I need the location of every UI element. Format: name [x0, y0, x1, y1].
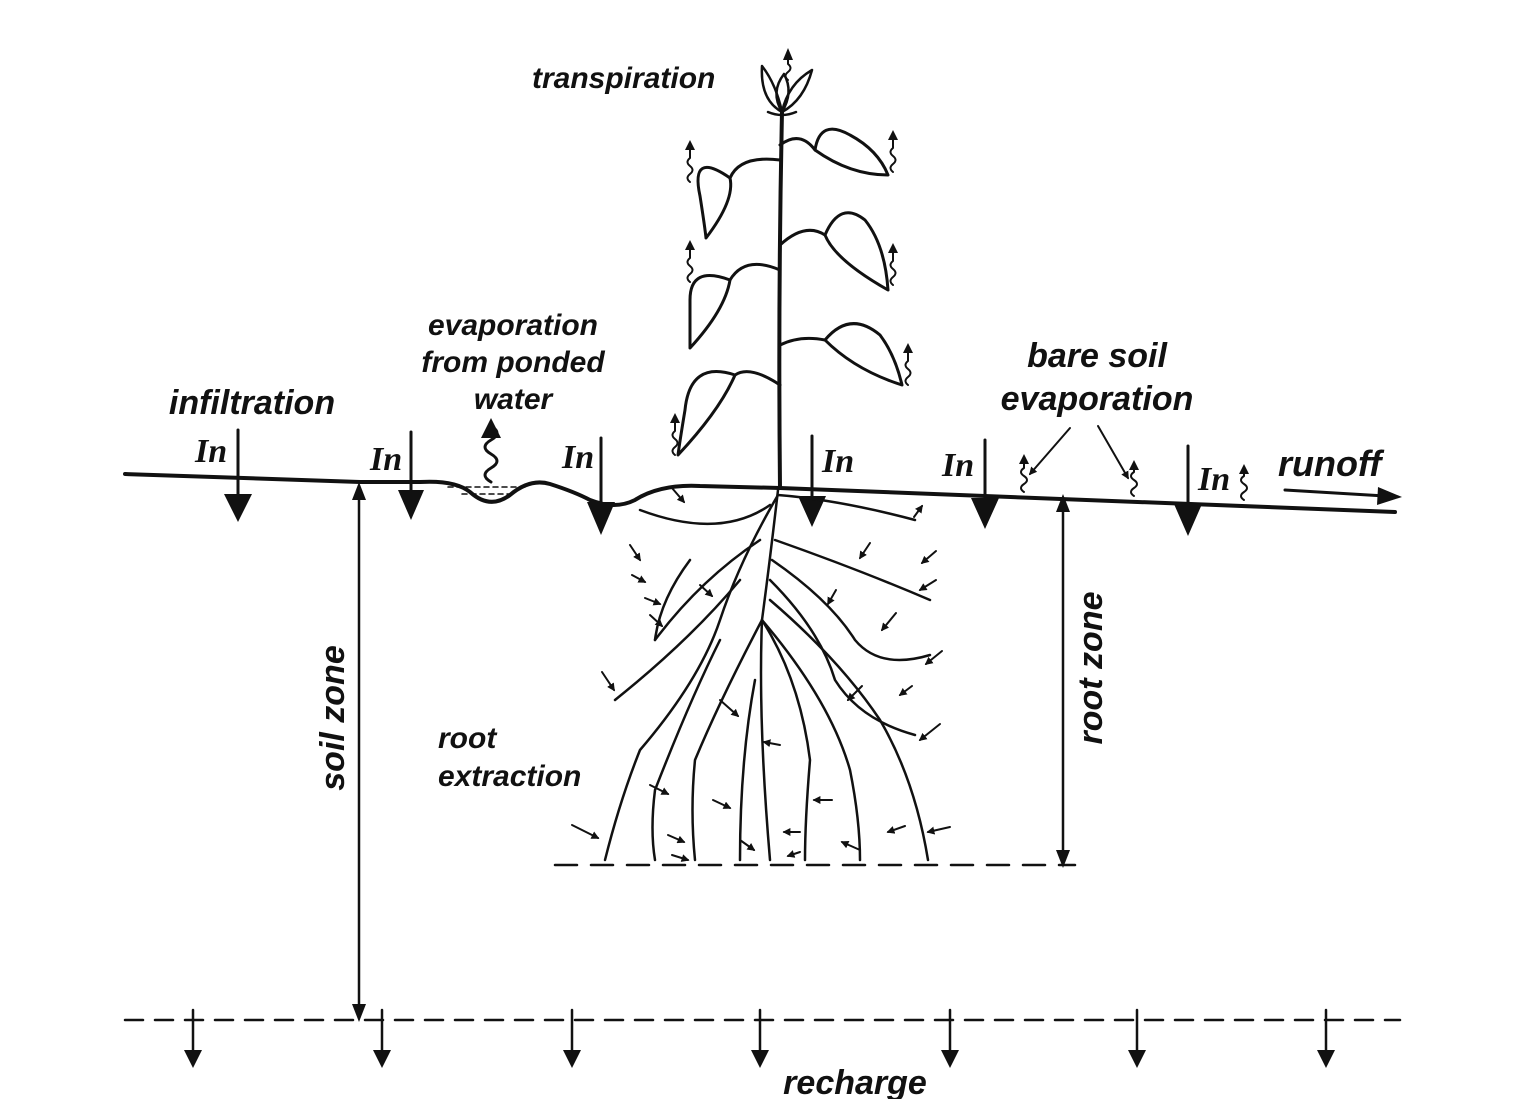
- infiltration-label: infiltration: [169, 384, 335, 422]
- root-zone-extent-arrow: [1056, 494, 1070, 868]
- recharge-arrow: [373, 1008, 391, 1068]
- in-marker: In: [1197, 461, 1230, 498]
- transpiration-label: transpiration: [532, 62, 715, 95]
- recharge-arrow: [563, 1008, 581, 1068]
- bare-soil-evaporation-arrows: [1019, 425, 1249, 501]
- recharge-arrow: [1128, 1008, 1146, 1068]
- in-marker: In: [561, 439, 594, 476]
- soil-zone-label: soil zone: [314, 645, 352, 790]
- recharge-arrow: [751, 1008, 769, 1068]
- recharge-arrow: [941, 1008, 959, 1068]
- plant-stem: [777, 110, 784, 490]
- root-extraction-label-line2: extraction: [438, 760, 581, 793]
- recharge-label: recharge: [783, 1064, 927, 1099]
- infiltration-arrow: [798, 434, 826, 527]
- leaf-transpiration-arrows: [670, 48, 913, 456]
- ponded-evaporation-arrow: [481, 418, 501, 484]
- root-zone-label: root zone: [1072, 592, 1110, 745]
- ponded-evaporation-label-line1: evaporation: [428, 309, 598, 342]
- infiltration-arrow: [224, 428, 252, 522]
- infiltration-arrow: [398, 430, 424, 520]
- ponded-evaporation-label-line3: water: [474, 383, 555, 416]
- runoff-label: runoff: [1278, 443, 1384, 484]
- infiltration-arrow: [971, 438, 999, 529]
- recharge-arrows: [184, 1008, 1335, 1068]
- soil-zone-extent-arrow: [352, 482, 366, 1022]
- root-extraction-arrows: [571, 487, 951, 862]
- bare-soil-evaporation-label-line2: evaporation: [1001, 380, 1194, 418]
- ground-surface-line: [123, 472, 1397, 514]
- plant-leaves: [676, 127, 904, 457]
- in-marker: In: [194, 433, 227, 470]
- infiltration-arrow: [587, 436, 615, 535]
- root-extraction-label-line1: root: [438, 722, 498, 755]
- recharge-arrow: [1317, 1008, 1335, 1068]
- infiltration-arrow: [1174, 444, 1202, 536]
- runoff-arrow: [1283, 487, 1402, 505]
- in-marker: In: [369, 441, 402, 478]
- plant-roots: [603, 488, 932, 862]
- ponded-water: [447, 486, 526, 495]
- recharge-arrow: [184, 1008, 202, 1068]
- in-marker: In: [821, 443, 854, 480]
- in-marker: In: [941, 447, 974, 484]
- ponded-evaporation-label-line2: from ponded: [421, 346, 605, 379]
- infiltration-markers: In In In In In In: [194, 433, 1230, 498]
- plant-bud: [760, 64, 814, 117]
- infiltration-arrows: [224, 428, 1202, 536]
- bare-soil-evaporation-label-line1: bare soil: [1027, 337, 1168, 375]
